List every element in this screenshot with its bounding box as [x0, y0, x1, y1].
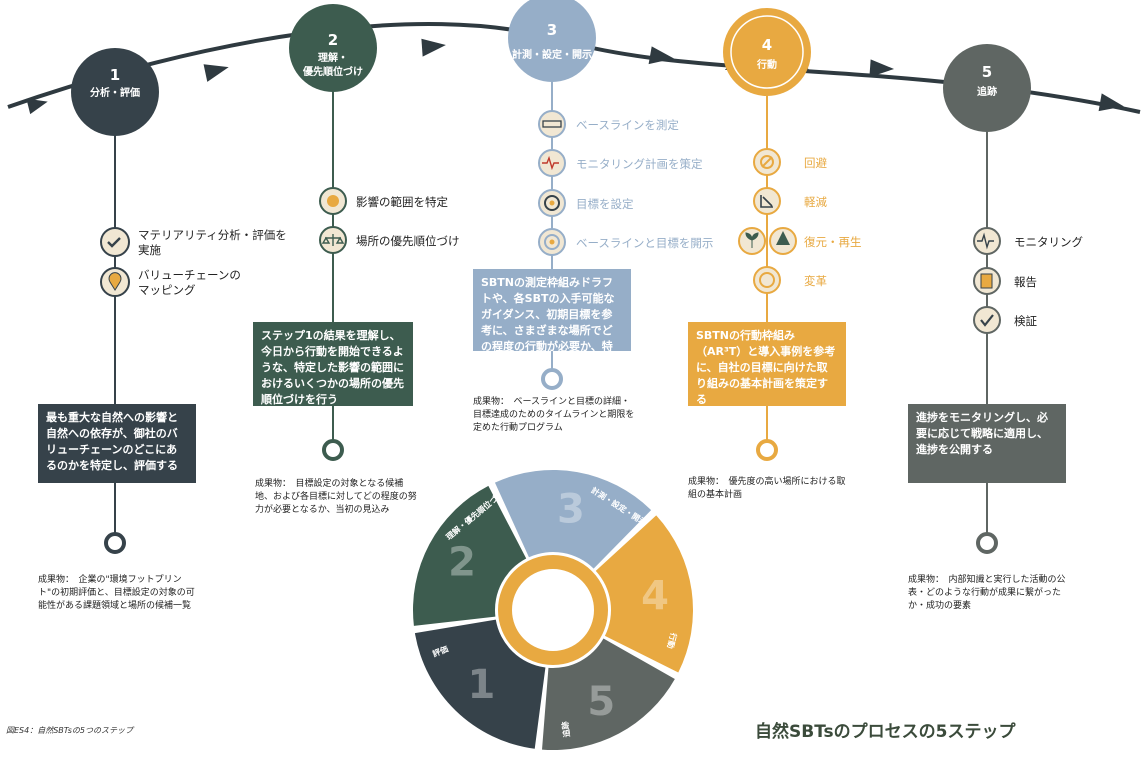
- step4-output: 成果物： 優先度の高い場所における取組の基本計画: [688, 477, 846, 500]
- step5-item-1-label: モニタリング: [1014, 235, 1083, 249]
- step4-item-1-label: 回避: [804, 156, 827, 170]
- step-1-number: 1: [110, 66, 120, 84]
- step3-description: SBTNの測定枠組みドラフトや、各SBTの入手可能なガイダンス、初期目標を参考に…: [473, 269, 631, 369]
- step-2-node: 2 理解・ 優先順位づけ: [289, 4, 377, 92]
- cycle-segment-label-5: 追跡: [560, 721, 572, 738]
- step2-item-1-label: 影響の範囲を特定: [356, 195, 448, 209]
- transform-icon: [753, 266, 781, 294]
- ruler-icon: [538, 110, 566, 138]
- cycle-segment-number-3: 3: [557, 487, 585, 533]
- cycle-segment-1: [414, 619, 546, 749]
- cycle-segment-5: [542, 638, 675, 750]
- step-5-number: 5: [982, 63, 992, 81]
- step3-item-3-label: 目標を設定: [576, 197, 634, 211]
- step5-item-3-label: 検証: [1014, 314, 1037, 328]
- cycle-segment-2: [413, 485, 527, 626]
- cycle-segment-4: [595, 515, 693, 673]
- step3-item-2-label: モニタリング計画を策定: [576, 157, 703, 171]
- heartbeat-icon: [973, 227, 1001, 255]
- cycle-segment-3: [494, 470, 652, 569]
- step-1-node: 1 分析・評価: [71, 48, 159, 136]
- step-3-number: 3: [547, 21, 557, 39]
- step4-end-ring: [756, 439, 778, 461]
- cycle-segment-number-1: 1: [468, 662, 496, 708]
- step-3-node: 3 計測・設定・開示: [508, 0, 596, 82]
- cycle-center-ring: [498, 555, 608, 665]
- step-1-title: 分析・評価: [90, 86, 140, 99]
- step2-end-ring: [322, 439, 344, 461]
- step1-item-2-line1: バリューチェーンの: [138, 268, 241, 282]
- step4-description: SBTNの行動枠組み（AR³T）と導入事例を参考に、自社の目標に向けた取り組みの…: [688, 322, 846, 406]
- pulse-icon: [538, 149, 566, 177]
- figure-caption: 図ES4：自然SBTsの5つのステップ: [6, 726, 133, 735]
- step-3-title: 計測・設定・開示: [512, 48, 592, 61]
- step1-item-2-line2: マッピング: [138, 283, 196, 297]
- step2-description: ステップ1の結果を理解し、今日から行動を開始できるような、特定した影響の範囲にお…: [253, 322, 413, 406]
- arc-arrowheads: [26, 38, 1124, 115]
- step1-item-1-line2: 実施: [138, 243, 161, 257]
- step2-item-2-label: 場所の優先順位づけ: [356, 234, 460, 248]
- step4-item-2-label: 軽減: [804, 195, 827, 209]
- target-disclose-icon: [538, 228, 566, 256]
- step-2-title-line2: 優先順位づけ: [302, 65, 363, 78]
- step4-item-4-label: 変革: [804, 274, 827, 288]
- step5-description: 進捗をモニタリングし、必要に応じて戦略に適用し、進捗を公開する: [908, 404, 1066, 483]
- cycle-segment-number-5: 5: [587, 679, 615, 725]
- step3-output: 成果物： ベースラインと目標の詳細・目標達成のためのタイムラインと期限を定めた行…: [473, 397, 635, 433]
- cycle-segment-number-4: 4: [641, 574, 669, 620]
- step-5-title: 追跡: [977, 85, 997, 98]
- step5-item-2-label: 報告: [1014, 275, 1037, 289]
- restore-icon: [738, 227, 797, 255]
- step-4-node: 4 行動: [723, 8, 811, 96]
- checkmark-badge-icon: [100, 227, 130, 257]
- step3-item-1-label: ベースラインを測定: [576, 118, 679, 132]
- avoid-icon: [753, 148, 781, 176]
- step-4-title: 行動: [756, 58, 777, 71]
- step-5-node: 5 追跡: [943, 44, 1031, 132]
- report-icon: [973, 267, 1001, 295]
- step4-item-3-label: 復元・再生: [804, 235, 862, 249]
- cycle-segment-label-4: 行動: [665, 631, 679, 650]
- diagram-title: 自然SBTsのプロセスの5ステップ: [755, 722, 1016, 742]
- reduce-icon: [753, 187, 781, 215]
- step5-output: 成果物： 内部知識と実行した活動の公表・どのような行動が成果に繋がったか・成功の…: [908, 575, 1066, 611]
- step1-end-ring: [104, 532, 126, 554]
- step-2-title-line1: 理解・: [318, 51, 348, 64]
- step3-end-ring: [541, 368, 563, 390]
- verify-check-icon: [973, 306, 1001, 334]
- scales-icon: [319, 226, 347, 254]
- step5-end-ring: [976, 532, 998, 554]
- step1-description: 最も重大な自然への影響と自然への依存が、御社のバリューチェーンのどこにあるのかを…: [38, 404, 196, 483]
- target-icon: [538, 189, 566, 217]
- step1-output: 成果物： 企業の"環境フットプリント"の初期評価と、目標設定の対象の可能性がある…: [38, 575, 195, 611]
- step2-output: 成果物： 目標設定の対象となる候補地、および各目標に対してどの程度の努力が必要と…: [255, 479, 417, 515]
- step3-item-4-label: ベースラインと目標を開示: [576, 236, 713, 250]
- step-2-number: 2: [328, 31, 338, 49]
- scope-dot-icon: [319, 187, 347, 215]
- step1-item-1-line1: マテリアリティ分析・評価を: [138, 228, 287, 242]
- step-4-number: 4: [762, 36, 772, 54]
- cycle-segment-number-2: 2: [448, 540, 476, 586]
- location-pin-icon: [100, 267, 130, 297]
